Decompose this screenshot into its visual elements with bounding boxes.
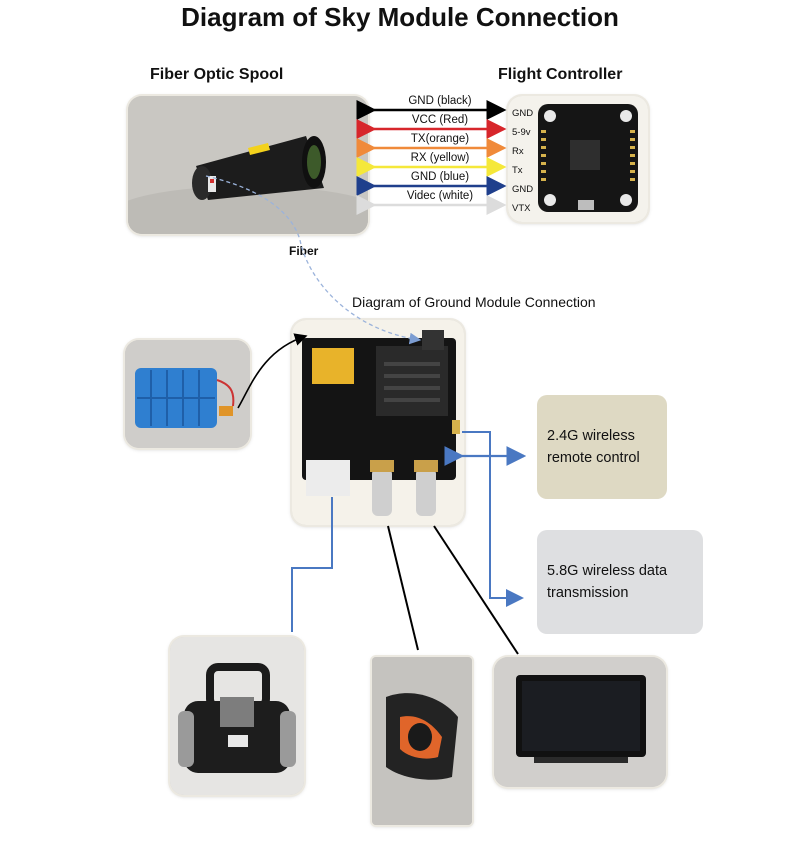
pin-label-gnd-2: GND <box>512 184 534 195</box>
wireless-rc-box: 2.4G wireless remote control <box>537 395 667 499</box>
wireless-vtx-link <box>462 431 524 607</box>
wire-label-gnd-blue: GND (blue) <box>410 171 470 183</box>
flight-controller-photo <box>508 96 648 222</box>
monitor-cable <box>433 525 519 655</box>
fiber-label: Fiber <box>289 244 319 258</box>
radio-controller-photo <box>170 637 304 795</box>
ground-module-photo <box>292 320 464 525</box>
wireless-vtx-box: 5.8G wireless data transmission <box>537 530 703 634</box>
fiber-spool-photo <box>128 96 368 234</box>
wireless-vtx-text: 5.8G wireless data transmission <box>547 563 668 601</box>
wire-label-tx-orange: TX(orange) <box>410 133 470 145</box>
pin-label-rx: Rx <box>512 146 524 157</box>
ground-module-title: Diagram of Ground Module Connection <box>352 294 596 310</box>
fpv-goggles-photo <box>372 657 472 825</box>
goggles-cable <box>387 525 419 651</box>
pin-label-5-9v: 5-9v <box>512 127 531 138</box>
page-title: Diagram of Sky Module Connection <box>181 2 619 32</box>
pin-label-tx: Tx <box>512 165 523 176</box>
wire-label-gnd-black: GND (black) <box>408 95 472 107</box>
wire-label-vcc-red: VCC (Red) <box>411 114 469 126</box>
flight-controller-label: Flight Controller <box>498 66 623 83</box>
monitor-photo <box>494 657 666 787</box>
pin-label-vtx: VTX <box>512 203 531 214</box>
wire-label-vtx-white: Videc (white) <box>406 190 474 202</box>
battery-photo <box>125 340 250 448</box>
spool-label: Fiber Optic Spool <box>150 66 284 83</box>
wireless-rc-text: 2.4G wireless remote control <box>547 428 640 466</box>
pin-label-gnd: GND <box>512 108 534 119</box>
wire-label-rx-yellow: RX (yellow) <box>410 152 470 164</box>
